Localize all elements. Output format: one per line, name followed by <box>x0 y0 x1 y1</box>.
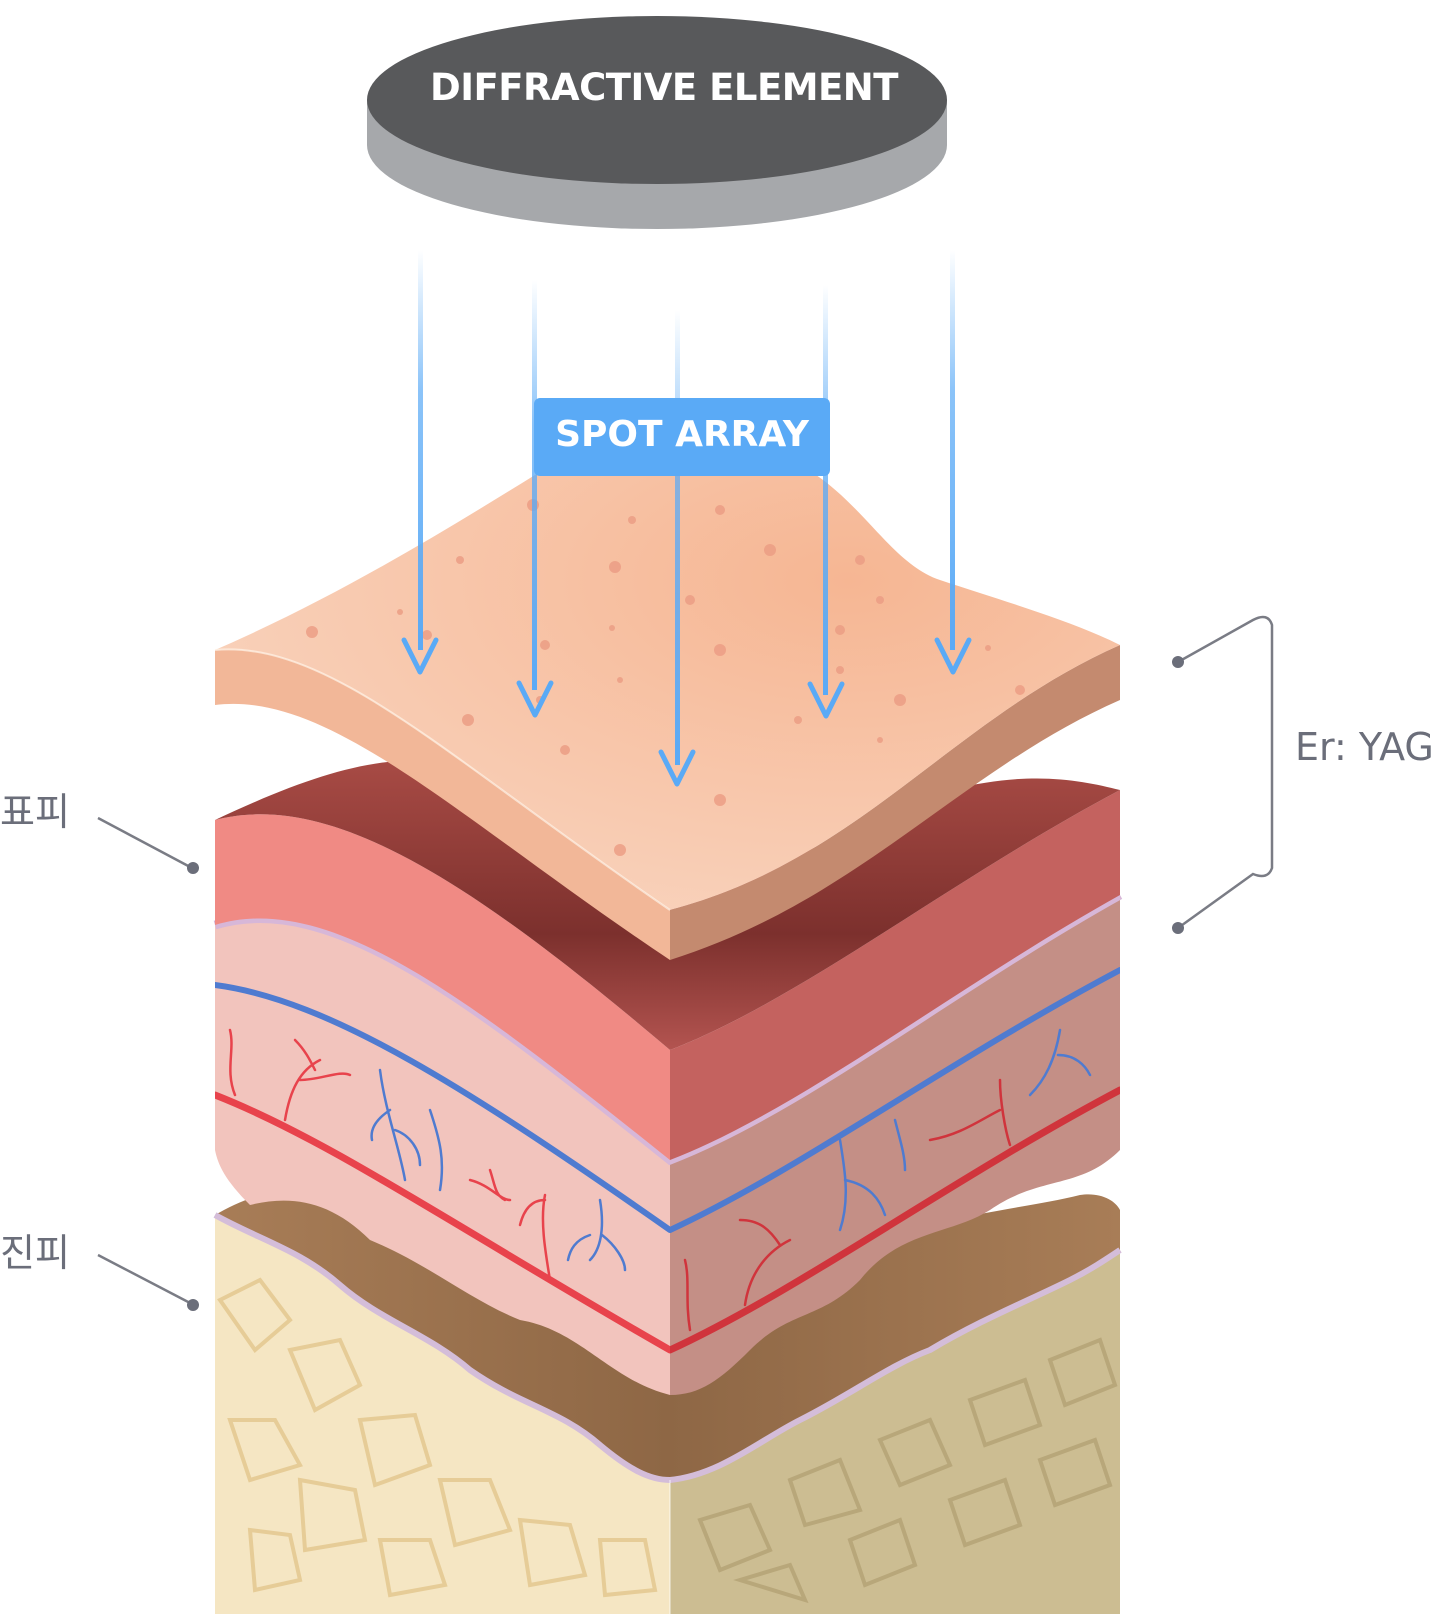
dermis-dot <box>187 1299 199 1311</box>
beam-arrow <box>401 250 439 675</box>
spot-array-badge: SPOT ARRAY <box>534 398 830 476</box>
diffractive-element-disc <box>367 16 947 229</box>
epidermis-label: 표피 <box>0 790 70 834</box>
skin-surface-slab <box>214 439 1120 960</box>
beam-arrow <box>658 310 696 787</box>
diffractive-element-label: DIFFRACTIVE ELEMENT <box>429 66 899 109</box>
bracket-dot-top <box>1172 656 1184 668</box>
eryag-bracket <box>1177 615 1274 930</box>
beam-arrow <box>807 285 845 719</box>
dermis-label: 진피 <box>0 1231 70 1275</box>
epidermis-leader-line <box>97 816 193 870</box>
dermis-leader-line <box>97 1253 193 1306</box>
laser-beams <box>401 250 972 787</box>
eryag-label: Er: YAG <box>1295 725 1434 769</box>
skin-pores <box>306 455 1025 856</box>
bracket-dot-bottom <box>1172 922 1184 934</box>
beam-arrow <box>516 280 554 718</box>
beam-arrow <box>934 250 972 675</box>
epidermis-dot <box>187 862 199 874</box>
